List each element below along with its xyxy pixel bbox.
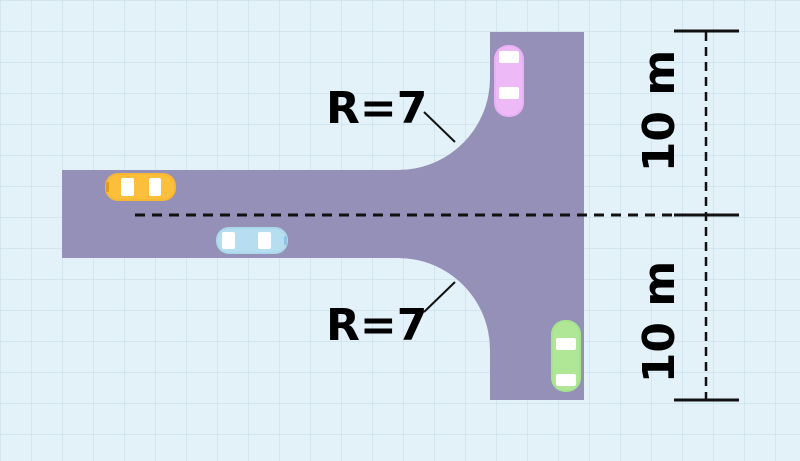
dimension-label-top: 10 m [634,50,685,172]
radius-leader-bottom [423,281,456,313]
dimension-label-bottom: 10 m [634,261,685,383]
car-orange [105,173,176,201]
radius-label-top: R=7 [326,83,427,134]
car-blue [216,227,288,254]
car-green [551,320,581,392]
radius-leader-top [423,111,456,143]
car-pink [494,45,524,117]
radius-label-bottom: R=7 [326,300,427,351]
